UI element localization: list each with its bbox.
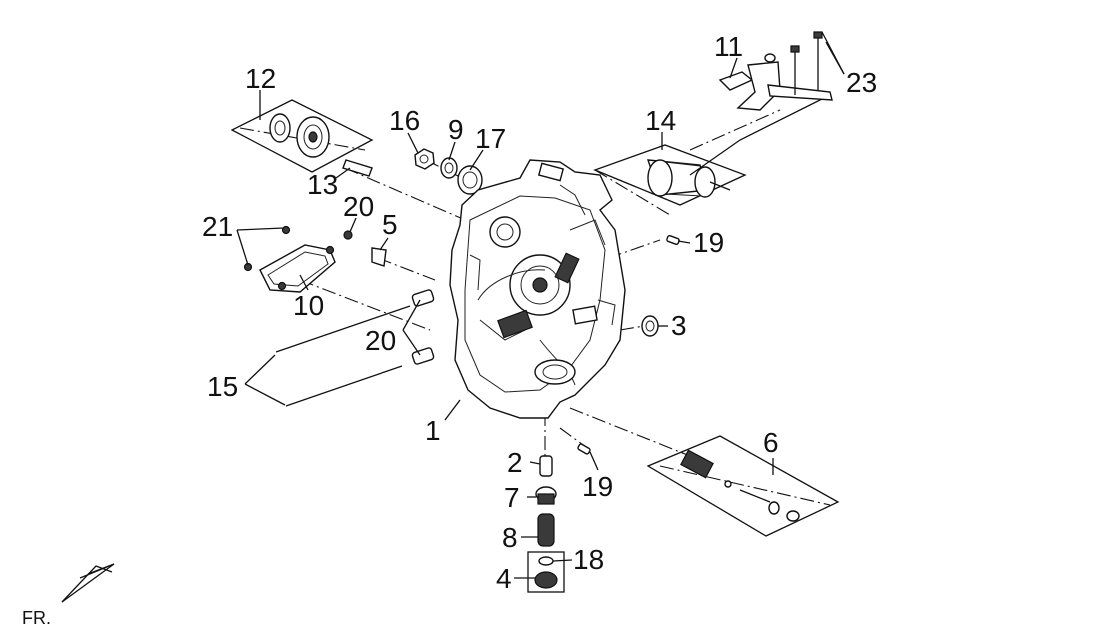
part-15-studs	[275, 305, 411, 407]
part-1-crankcase	[449, 159, 626, 419]
part-13-pin	[342, 159, 373, 177]
part-12-gear-set	[230, 99, 374, 173]
callout-22: 21	[202, 211, 233, 242]
callout-1: 1	[425, 415, 441, 446]
callout-20: 20	[365, 325, 396, 356]
callout-labels: 12 13 16 9 17 14 11 23 19 3 21 20 5 10 2…	[22, 31, 877, 628]
callout-4: 4	[496, 563, 512, 594]
front-direction-arrow	[61, 563, 115, 603]
callout-13: 13	[307, 169, 338, 200]
callout-15: 15	[207, 371, 238, 402]
callout-5: 5	[382, 209, 398, 240]
part-14-starter-motor	[593, 144, 747, 206]
callout-19-upper: 19	[693, 227, 724, 258]
callout-7: 7	[504, 482, 520, 513]
front-direction-label: FR.	[22, 608, 51, 628]
callout-6: 6	[763, 427, 779, 458]
callout-9: 9	[448, 114, 464, 145]
callout-leaders	[236, 31, 845, 579]
oil-strainer-stack	[527, 455, 565, 593]
callout-8: 8	[502, 522, 518, 553]
callout-17: 17	[475, 123, 506, 154]
part-10-cover-22-bolts	[243, 225, 336, 293]
callout-19-lower: 19	[582, 471, 613, 502]
callout-12: 12	[245, 63, 276, 94]
callout-16: 16	[389, 105, 420, 136]
callout-11: 11	[714, 31, 743, 62]
part-11-bracket-23-bolts	[689, 31, 833, 176]
callout-18: 18	[573, 544, 604, 575]
part-6-tensioner-set	[646, 435, 840, 537]
callout-2: 2	[507, 447, 523, 478]
part-3-oil-seal	[641, 315, 659, 337]
parts-16-9-17-nut-washer-bearing	[414, 148, 483, 195]
callout-21: 20	[343, 191, 374, 222]
part-19-pins	[577, 234, 680, 455]
callout-10: 10	[293, 290, 324, 321]
assembly-lines	[299, 109, 781, 461]
callout-3: 3	[671, 310, 687, 341]
parts-21-5-bolt-clip	[343, 230, 387, 267]
callout-23: 23	[846, 67, 877, 98]
callout-14: 14	[645, 105, 676, 136]
